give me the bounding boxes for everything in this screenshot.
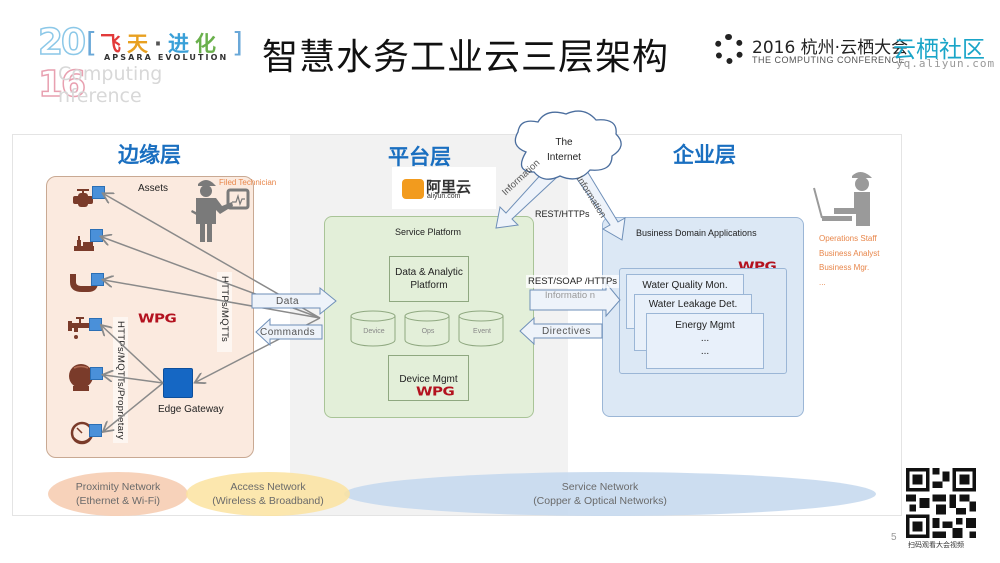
aliyun-logo-icon (402, 179, 424, 199)
qr-code-icon (906, 468, 976, 538)
operations-staff-icon (813, 172, 872, 226)
commands-arrow-label: Commands (260, 327, 316, 338)
logo-computing-conference: Computing nference (58, 63, 162, 107)
faucet-icon (68, 317, 90, 339)
section-edge-heading: 边缘层 (118, 143, 181, 167)
service-network-name: Service Network (561, 481, 639, 493)
technician-label: Filed Technician (219, 178, 277, 187)
database-event-label: Event (473, 328, 491, 335)
data-analytic-line2: Platform (410, 280, 448, 291)
logo-computing-text: Computing (58, 63, 163, 85)
valve-icon (73, 189, 93, 207)
edge-gateway-label: Edge Gateway (158, 404, 224, 415)
service-network-label: Service Network (Copper & Optical Networ… (500, 479, 700, 509)
bracket-right-icon: ] (232, 26, 243, 59)
information-mid-label: Informatio n (544, 290, 596, 301)
database-ops-label: Ops (421, 328, 435, 335)
role-business-mgr: Business Mgr. (819, 263, 870, 272)
internet-line2: Internet (547, 152, 581, 163)
sensor-icon (90, 229, 103, 242)
access-network-label: Access Network (Wireless & Broadband) (198, 479, 338, 509)
database-ops-icon (404, 310, 450, 347)
role-business-analyst: Business Analyst (819, 248, 880, 258)
sensor-icon (89, 424, 102, 437)
proximity-network-name: Proximity Network (75, 481, 161, 493)
aliyun-cn: 阿里云 (426, 178, 472, 196)
field-technician-icon (191, 180, 250, 242)
pump-station-icon (74, 236, 94, 251)
community-url: yq.aliyun.com (896, 57, 996, 70)
role-more: ... (819, 277, 826, 287)
conference-subtitle: THE COMPUTING CONFERENCE (752, 55, 906, 65)
logo-year-bottom: 16 (37, 64, 87, 105)
wpg-brand-edge: WPG (138, 310, 177, 326)
section-platform-heading: 平台层 (388, 145, 451, 169)
conference-logo-icon (714, 34, 744, 64)
directives-arrow-label: Directives (542, 326, 591, 337)
database-group (350, 310, 504, 347)
logo-conference-text: nference (58, 85, 142, 107)
wpg-brand-platform: WPG (416, 383, 455, 399)
database-device-label: Device (363, 328, 385, 335)
business-domain-title: Business Domain Applications (636, 228, 757, 238)
bracket-left-icon: [ (86, 26, 97, 59)
role-operations-staff: Operations Staff (819, 234, 877, 243)
app-energy-mgmt-label: Energy Mgmt (675, 320, 735, 331)
sensor-icon (91, 273, 104, 286)
qr-caption: 扫码观看大会视频 (908, 542, 964, 549)
app-water-leakage-label: Water Leakage Det. (648, 299, 738, 310)
database-event-icon (458, 310, 504, 347)
internet-label: The Internet (541, 135, 587, 165)
pipe-icon (70, 274, 98, 292)
device-mgmt-box: Device Mgmt (388, 355, 469, 401)
section-enterprise-heading: 企业层 (673, 143, 736, 167)
rest-https-label: REST/HTTPs (535, 209, 590, 219)
community-title: 云栖社区 (893, 37, 985, 63)
app-ellipsis-1: ... (700, 333, 710, 344)
proximity-network-label: Proximity Network (Ethernet & Wi-Fi) (62, 479, 174, 509)
uplink-protocol-label: HTTPs/MQTTs (217, 272, 232, 352)
data-arrow-label: Data (276, 296, 300, 307)
conference-year-logo: 20 16 (37, 22, 98, 105)
roles-list: Operations Staff Business Analyst Busine… (819, 232, 879, 290)
apsara-evolution-logo: [ 飞天·进化 APSARA EVOLUTION ] (86, 26, 243, 64)
data-analytic-line1: Data & Analytic (395, 267, 463, 278)
apsara-cn: 飞天·进化 (100, 32, 222, 56)
apsara-en: APSARA EVOLUTION (104, 53, 229, 62)
service-platform-title: Service Platform (395, 227, 462, 237)
edge-gateway-icon (163, 368, 193, 398)
rest-soap-label: REST/SOAP /HTTPs (526, 275, 620, 288)
logo-year-top: 20 (37, 22, 87, 63)
database-device-icon (350, 310, 396, 347)
service-network-detail: (Copper & Optical Networks) (533, 495, 667, 507)
aliyun-url: aliyun.com (427, 193, 461, 200)
internet-line1: The (555, 137, 573, 148)
aliyun-logo: 阿里云 aliyun.com (392, 167, 496, 209)
tank-icon (69, 364, 93, 391)
page-title: 智慧水务工业云三层架构 (262, 37, 670, 78)
proximity-network-detail: (Ethernet & Wi-Fi) (75, 495, 160, 507)
access-network-detail: (Wireless & Broadband) (212, 495, 324, 507)
app-ellipsis-2: ... (700, 346, 710, 357)
access-network-name: Access Network (230, 481, 306, 493)
app-water-quality-label: Water Quality Mon. (642, 280, 728, 291)
device-mgmt-label: Device Mgmt (399, 374, 458, 385)
sensor-icon (89, 318, 102, 331)
conference-title: 2016 杭州·云栖大会 (752, 38, 909, 58)
proprietary-protocol-label: HTTPs/MQTTs/Proprietary (113, 317, 128, 443)
page-number: 5 (891, 532, 897, 543)
sensor-icon (92, 186, 105, 199)
sensor-icon (90, 367, 103, 380)
app-card-energy-mgmt: Energy Mgmt ... ... (646, 313, 764, 369)
assets-label: Assets (138, 183, 169, 194)
data-analytic-platform-box: Data & Analytic Platform (389, 256, 469, 302)
